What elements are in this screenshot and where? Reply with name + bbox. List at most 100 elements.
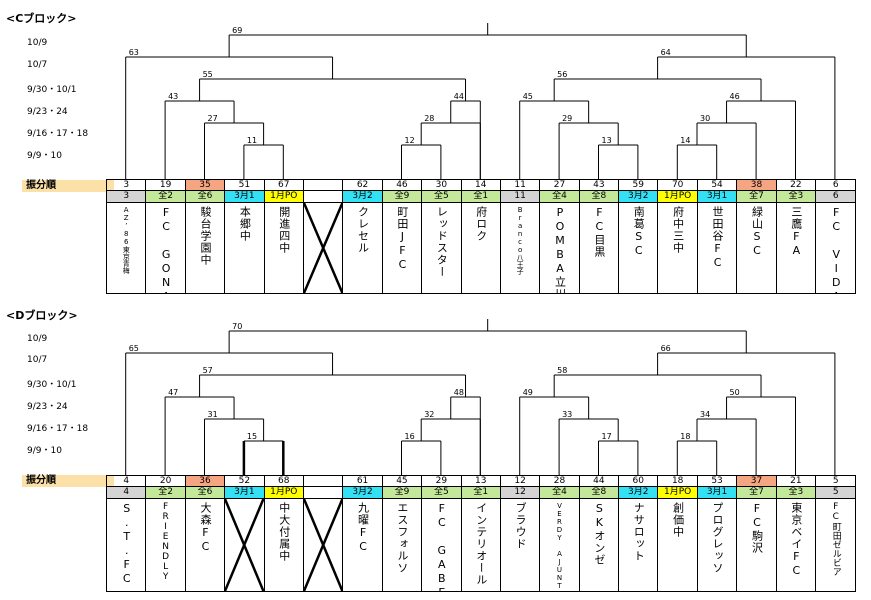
seed-number: 36	[185, 476, 226, 486]
match-number: 30	[700, 114, 710, 123]
seed-number: 37	[737, 476, 777, 486]
allocation-cell: 1月PO	[264, 191, 304, 202]
match-number: 27	[208, 114, 218, 123]
cross-mark-icon	[304, 499, 342, 591]
allocation-cell: 全9	[382, 191, 423, 202]
cross-mark-icon	[304, 203, 342, 293]
team-name-cell: FC町田ゼルビア	[816, 499, 855, 591]
seed-number: 51	[225, 180, 265, 190]
date-label: 9/16・17・18	[27, 424, 89, 434]
match-number: 49	[523, 388, 533, 397]
allocation-cell: 全8	[579, 191, 620, 202]
allocation-cell: 1月PO	[658, 191, 698, 202]
empty-slot	[304, 499, 344, 591]
team-name-cell: VERDY AJUNT	[540, 499, 580, 591]
alloc-label: 振分順	[22, 475, 114, 487]
seed-number: 43	[580, 180, 620, 190]
date-label: 10/9	[27, 38, 48, 48]
seed-number: 19	[146, 180, 186, 190]
match-number: 16	[405, 432, 415, 441]
allocation-cell: 3月1	[225, 487, 265, 498]
match-number: 31	[208, 410, 218, 419]
allocation-cell: 1月PO	[658, 487, 698, 498]
seed-number: 29	[422, 476, 462, 486]
allocation-cell: 3月2	[619, 191, 659, 202]
team-name: 大森FC	[198, 502, 212, 554]
team-name-cell: FRIENDLY	[146, 499, 186, 591]
team-name-cell: SKオンゼ	[580, 499, 620, 591]
seed-number: 18	[658, 476, 698, 486]
team-name: 開進四中	[277, 206, 291, 254]
team-name: 南葛SC	[632, 206, 646, 258]
match-number: 45	[523, 92, 533, 101]
allocation-cell: 3月2	[343, 191, 383, 202]
match-number: 11	[247, 136, 257, 145]
team-name: FC駒沢	[750, 502, 764, 554]
date-label: 9/30・10/1	[27, 380, 77, 390]
allocation-cell: 全7	[737, 487, 777, 498]
seed-number: 11	[501, 180, 541, 190]
allocation-cell: 全4	[540, 487, 580, 498]
team-name: VERDY AJUNT	[555, 502, 564, 590]
allocation-cell: 3	[107, 191, 147, 202]
match-number: 66	[661, 344, 671, 353]
seed-number: 45	[383, 476, 423, 486]
team-name-cell: S.T.FC	[107, 499, 147, 591]
team-name: FC GONA	[159, 206, 173, 293]
team-name-cell: 世田谷FC	[698, 203, 738, 293]
team-name: ナサロット	[632, 502, 646, 562]
seed-number: 6	[832, 180, 839, 190]
allocation-cell: 3月2	[619, 487, 659, 498]
match-number: 63	[129, 48, 139, 57]
team-name: 中大付属中	[277, 502, 291, 562]
seed-number: 67	[265, 180, 304, 190]
team-name-cell: 町田JFC	[383, 203, 423, 293]
team-name-cell: 大森FC	[186, 499, 226, 591]
date-label: 9/30・10/1	[27, 85, 77, 95]
team-name-cell: 南葛SC	[619, 203, 659, 293]
match-number: 47	[168, 388, 178, 397]
team-name-cell: FC GABE	[422, 499, 462, 591]
allocation-cell: 3月1	[697, 487, 738, 498]
team-name: 町田JFC	[395, 206, 409, 272]
allocation-cell: 3月1	[697, 191, 738, 202]
seed-number: 53	[698, 476, 738, 486]
match-number: 18	[680, 432, 690, 441]
allocation-cell: 全2	[146, 191, 186, 202]
allocation-cell: 12	[500, 487, 541, 498]
team-name: 緑山SC	[750, 206, 764, 258]
seed-number: 52	[225, 476, 265, 486]
match-number: 57	[203, 366, 213, 375]
allocation-cell	[304, 191, 344, 202]
team-name: 九曜FC	[356, 502, 370, 554]
date-label: 9/23・24	[27, 402, 68, 412]
seed-number: 20	[146, 476, 186, 486]
allocation-cell: 全2	[146, 487, 186, 498]
seed-number: 46	[383, 180, 423, 190]
empty-slot	[225, 499, 265, 591]
match-number: 50	[730, 388, 740, 397]
alloc-label: 振分順	[22, 180, 114, 192]
team-name-cell: 府中三中	[658, 203, 698, 293]
match-number: 12	[405, 136, 415, 145]
allocation-cell: 11	[500, 191, 541, 202]
allocation-cell: 1月PO	[264, 487, 304, 498]
allocation-cell: 3月2	[343, 487, 383, 498]
allocation-cell: 全5	[422, 487, 462, 498]
seed-number: 70	[658, 180, 698, 190]
allocation-cell: 6	[816, 191, 856, 202]
empty-slot	[304, 203, 344, 293]
team-name-cell: FC VIDA	[816, 203, 855, 293]
date-label: 10/7	[27, 355, 48, 365]
match-number: 32	[424, 410, 434, 419]
date-label: 9/9・10	[27, 446, 62, 456]
team-name-cell: 緑山SC	[737, 203, 777, 293]
team-name-cell: 本郷中	[225, 203, 265, 293]
seed-number: 62	[343, 180, 383, 190]
date-label: 9/9・10	[27, 151, 62, 161]
seed-number: 59	[619, 180, 659, 190]
